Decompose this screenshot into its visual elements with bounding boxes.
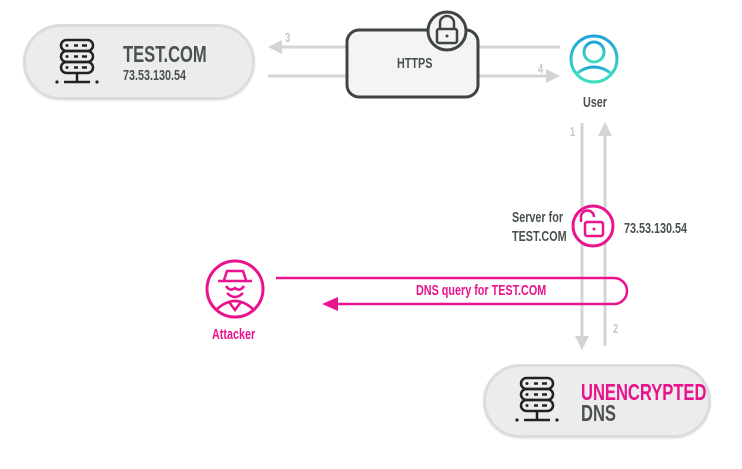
server-icon xyxy=(55,38,99,84)
test-server-ip: 73.53.130.54 xyxy=(123,67,187,84)
dns-server-node xyxy=(483,364,711,438)
dns-query-label: DNS query for TEST.COM xyxy=(416,282,547,299)
dns-query-arrow xyxy=(276,276,629,311)
step-3-label: 3 xyxy=(285,30,291,45)
lock-closed-icon xyxy=(426,10,468,52)
step-1-label: 1 xyxy=(570,124,576,139)
spoof-label-line2: TEST.COM xyxy=(512,228,567,245)
step-4-label: 4 xyxy=(538,61,544,76)
dns-server-subtitle: DNS xyxy=(581,400,616,426)
lock-open-icon xyxy=(571,204,615,248)
server-icon xyxy=(515,376,559,422)
test-server-node xyxy=(23,24,255,100)
attacker-label: Attacker xyxy=(212,326,256,343)
test-server-title: TEST.COM xyxy=(123,41,207,67)
spoof-ip: 73.53.130.54 xyxy=(624,220,688,237)
spoof-label-line1: Server for xyxy=(512,209,564,226)
dns-server-title: UNENCRYPTED xyxy=(581,379,707,405)
step-2-label: 2 xyxy=(613,321,619,336)
spy-icon xyxy=(205,259,265,319)
https-label: HTTPS xyxy=(397,55,433,72)
user-label: User xyxy=(583,94,608,111)
user-icon xyxy=(569,34,619,84)
